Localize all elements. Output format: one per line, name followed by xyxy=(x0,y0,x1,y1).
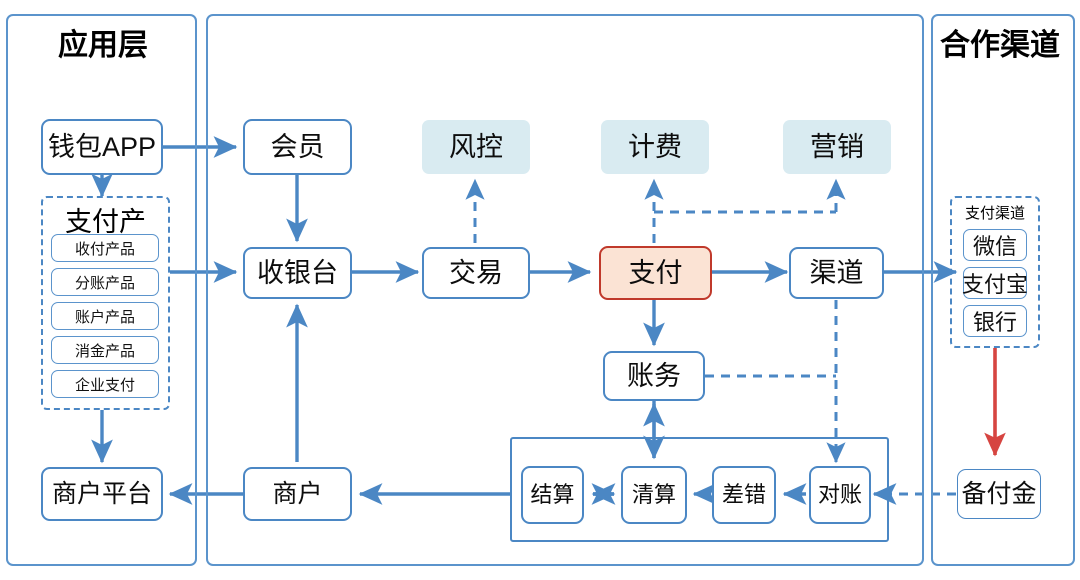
node-cashier[interactable]: 收银台 xyxy=(243,247,352,299)
node-reconciliation[interactable]: 对账 xyxy=(809,466,871,524)
chip-channel-wechat[interactable]: 微信 xyxy=(963,229,1027,261)
node-error-handling-label: 差错 xyxy=(721,482,766,507)
panel-partner-channel xyxy=(931,14,1075,566)
chip-product-5[interactable]: 企业支付 xyxy=(51,370,159,398)
node-channel[interactable]: 渠道 xyxy=(789,247,884,299)
node-payment[interactable]: 支付 xyxy=(599,246,712,300)
node-clearing[interactable]: 清算 xyxy=(621,466,687,524)
node-risk-control[interactable]: 风控 xyxy=(422,120,530,174)
node-clearing-label: 清算 xyxy=(631,482,676,507)
group-title-payment-products: 支付产 xyxy=(65,207,146,237)
chip-product-2[interactable]: 分账产品 xyxy=(51,268,159,296)
node-settlement[interactable]: 结算 xyxy=(521,466,584,524)
node-wallet-app[interactable]: 钱包APP xyxy=(41,119,163,175)
panel-title-partner-channel: 合作渠道 xyxy=(940,29,1060,62)
node-member[interactable]: 会员 xyxy=(243,119,352,175)
chip-channel-alipay[interactable]: 支付宝 xyxy=(962,267,1028,299)
node-merchant-platform[interactable]: 商户平台 xyxy=(41,467,163,521)
node-reconciliation-label: 对账 xyxy=(817,482,862,507)
node-merchant[interactable]: 商户 xyxy=(243,467,352,521)
node-reserve-funds[interactable]: 备付金 xyxy=(957,469,1041,519)
panel-app-layer xyxy=(6,14,197,566)
node-error-handling[interactable]: 差错 xyxy=(712,466,776,524)
group-title-payment-channels: 支付渠道 xyxy=(964,205,1025,222)
chip-product-3[interactable]: 账户产品 xyxy=(51,302,159,330)
node-accounting[interactable]: 账务 xyxy=(603,351,705,401)
chip-channel-bank[interactable]: 银行 xyxy=(963,305,1027,337)
node-transaction[interactable]: 交易 xyxy=(422,247,530,299)
node-billing[interactable]: 计费 xyxy=(601,120,709,174)
panel-title-app-layer: 应用层 xyxy=(58,29,148,62)
node-settlement-label: 结算 xyxy=(530,482,575,507)
chip-product-4[interactable]: 消金产品 xyxy=(51,336,159,364)
node-marketing[interactable]: 营销 xyxy=(783,120,891,174)
panel-platform-core xyxy=(206,14,924,566)
chip-product-1[interactable]: 收付产品 xyxy=(51,234,159,262)
